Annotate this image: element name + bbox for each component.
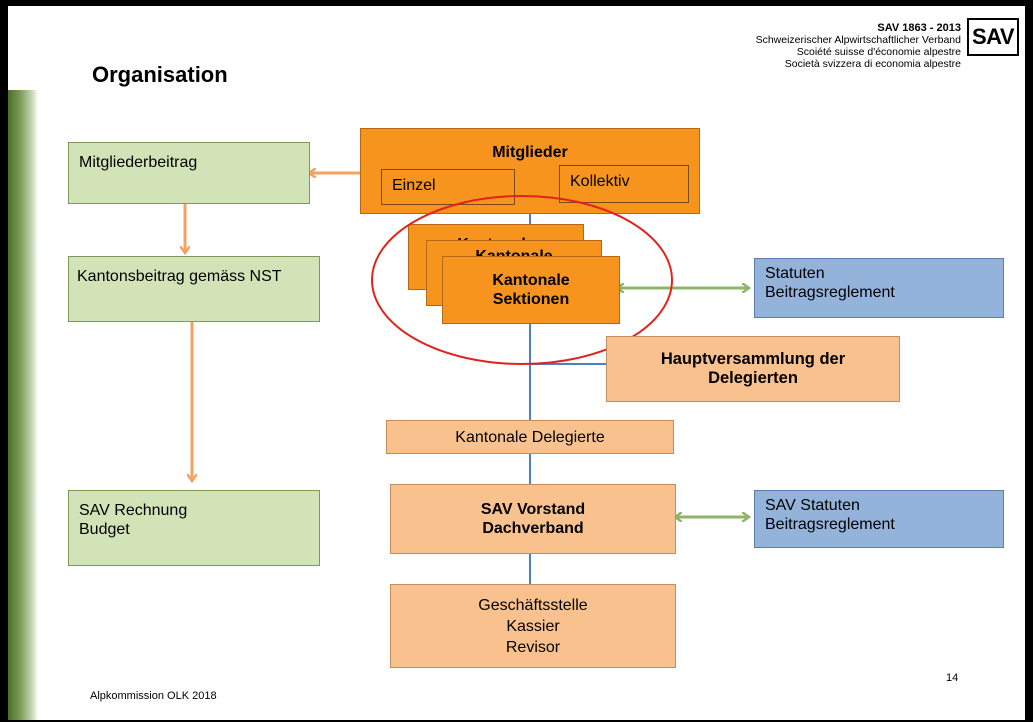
gs-line2: Kassier	[506, 617, 560, 635]
sav-statuten-line1: SAV Statuten	[765, 497, 860, 514]
sav-statuten-line2: Beitragsreglement	[765, 516, 895, 533]
rechnung-box: SAV Rechnung Budget	[68, 490, 320, 566]
hauptversammlung-line2: Delegierten	[708, 369, 798, 387]
delegierte-label: Kantonale Delegierte	[455, 428, 605, 446]
hauptversammlung-line1: Hauptversammlung der	[660, 350, 846, 368]
kollektiv-box: Kollektiv	[559, 165, 689, 203]
sav-logo: SAV	[967, 18, 1019, 56]
footer-text: Alpkommission OLK 2018	[90, 690, 217, 702]
page-number: 14	[946, 672, 959, 684]
highlight-ellipse	[371, 195, 673, 365]
kantonsbeitrag-box: Kantonsbeitrag gemäss NST	[68, 256, 320, 322]
statuten-line2: Beitragsreglement	[765, 284, 895, 301]
org-name-fr: Scoiété suisse d'économie alpestre	[796, 46, 961, 58]
mitglieder-title: Mitglieder	[492, 144, 568, 161]
vorstand-line1: SAV Vorstand	[480, 501, 586, 518]
mitglieder-box: Mitglieder Einzel Kollektiv	[360, 128, 700, 214]
rechnung-label-line1: SAV Rechnung	[79, 502, 188, 519]
sektionen-label-line2: Sektionen	[492, 291, 570, 308]
slide: Organisation SAV 1863 - 2013 Schweizeris…	[8, 6, 1025, 720]
org-name-it: Società svizzera di economia alpestre	[784, 58, 961, 70]
rechnung-label-line2: Budget	[79, 521, 130, 538]
mitgliederbeitrag-label: Mitgliederbeitrag	[79, 154, 198, 171]
sektionen-label-line1: Kantonale	[492, 272, 570, 289]
org-header: SAV 1863 - 2013 Schweizerischer Alpwirts…	[756, 22, 961, 70]
org-name-de: Schweizerischer Alpwirtschaftlicher Verb…	[755, 34, 961, 46]
vorstand-line2: Dachverband	[482, 520, 584, 537]
sav-statuten-box: SAV Statuten Beitragsreglement	[754, 490, 1004, 548]
kantonale-delegierte-box: Kantonale Delegierte	[386, 420, 674, 454]
kantonsbeitrag-label: Kantonsbeitrag gemäss NST	[77, 268, 282, 285]
sav-vorstand-box: SAV Vorstand Dachverband	[390, 484, 676, 554]
statuten-box: Statuten Beitragsreglement	[754, 258, 1004, 318]
statuten-line1: Statuten	[765, 265, 825, 282]
side-accent-bar	[8, 90, 38, 720]
hauptversammlung-box: Hauptversammlung der Delegierten	[606, 336, 900, 402]
mitgliederbeitrag-box: Mitgliederbeitrag	[68, 142, 310, 204]
kantonale-sektionen-box: Kantonale Sektionen	[442, 256, 620, 324]
gs-line3: Revisor	[505, 638, 561, 656]
highlight-overlay	[371, 195, 673, 365]
org-year: SAV 1863 - 2013	[877, 22, 961, 34]
einzel-box: Einzel	[381, 169, 515, 205]
geschaeftsstelle-box: Geschäftsstelle Kassier Revisor	[390, 584, 676, 668]
page-title: Organisation	[92, 62, 228, 87]
gs-line1: Geschäftsstelle	[478, 596, 588, 614]
